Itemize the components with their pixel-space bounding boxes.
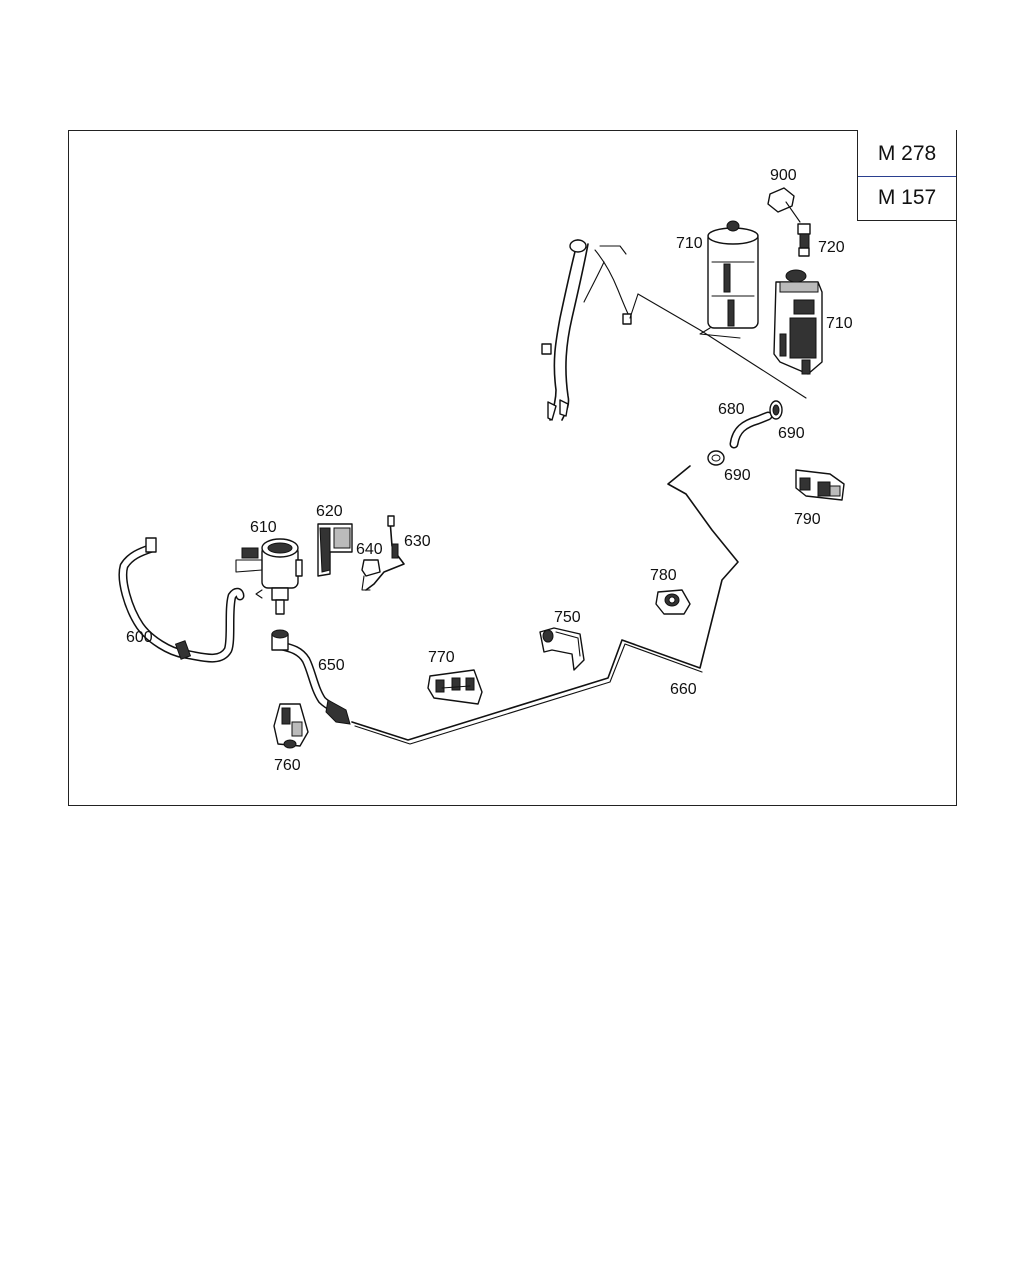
part-600-vent-hose[interactable] xyxy=(118,537,245,663)
label-640: 640 xyxy=(356,541,383,558)
part-610-purge-valve[interactable] xyxy=(235,538,303,615)
part-790-connector[interactable] xyxy=(795,469,845,501)
label-770: 770 xyxy=(428,649,455,666)
part-680-hose[interactable] xyxy=(729,411,773,449)
part-630-bracket[interactable] xyxy=(365,515,405,591)
label-750: 750 xyxy=(554,609,581,626)
part-900-cap[interactable] xyxy=(767,187,795,213)
part-690-clamp-upper[interactable] xyxy=(769,400,783,420)
part-710-canister-left[interactable] xyxy=(699,220,759,339)
part-770-holder[interactable] xyxy=(427,669,483,705)
part-690-clamp-lower[interactable] xyxy=(707,450,725,466)
label-610: 610 xyxy=(250,519,277,536)
engine-code-m157: M 157 xyxy=(877,186,937,209)
label-780: 780 xyxy=(650,567,677,584)
part-750-clip[interactable] xyxy=(539,627,585,671)
label-790: 790 xyxy=(794,511,821,528)
part-620-bracket[interactable] xyxy=(317,523,353,577)
engine-code-box: M 278 M 157 xyxy=(857,130,957,221)
wiring-harness[interactable] xyxy=(541,239,807,421)
label-710-right: 710 xyxy=(826,315,853,332)
label-660: 660 xyxy=(670,681,697,698)
label-690-lower: 690 xyxy=(724,467,751,484)
label-760: 760 xyxy=(274,757,301,774)
diagram-frame xyxy=(68,130,957,806)
part-650-hose[interactable] xyxy=(271,629,351,725)
engine-code-divider xyxy=(858,176,956,177)
leader-900-720 xyxy=(785,201,801,223)
engine-code-m278: M 278 xyxy=(877,142,937,165)
label-900: 900 xyxy=(770,167,797,184)
label-600: 600 xyxy=(126,629,153,646)
part-660-fuel-line[interactable] xyxy=(351,465,739,745)
part-760-clip[interactable] xyxy=(273,703,309,749)
label-720: 720 xyxy=(818,239,845,256)
label-620: 620 xyxy=(316,503,343,520)
part-720-valve[interactable] xyxy=(797,223,811,257)
part-780-clip[interactable] xyxy=(655,589,691,615)
label-680: 680 xyxy=(718,401,745,418)
label-630: 630 xyxy=(404,533,431,550)
label-650: 650 xyxy=(318,657,345,674)
part-710-canister-right[interactable] xyxy=(773,269,823,375)
label-690-upper: 690 xyxy=(778,425,805,442)
label-710-left: 710 xyxy=(676,235,703,252)
